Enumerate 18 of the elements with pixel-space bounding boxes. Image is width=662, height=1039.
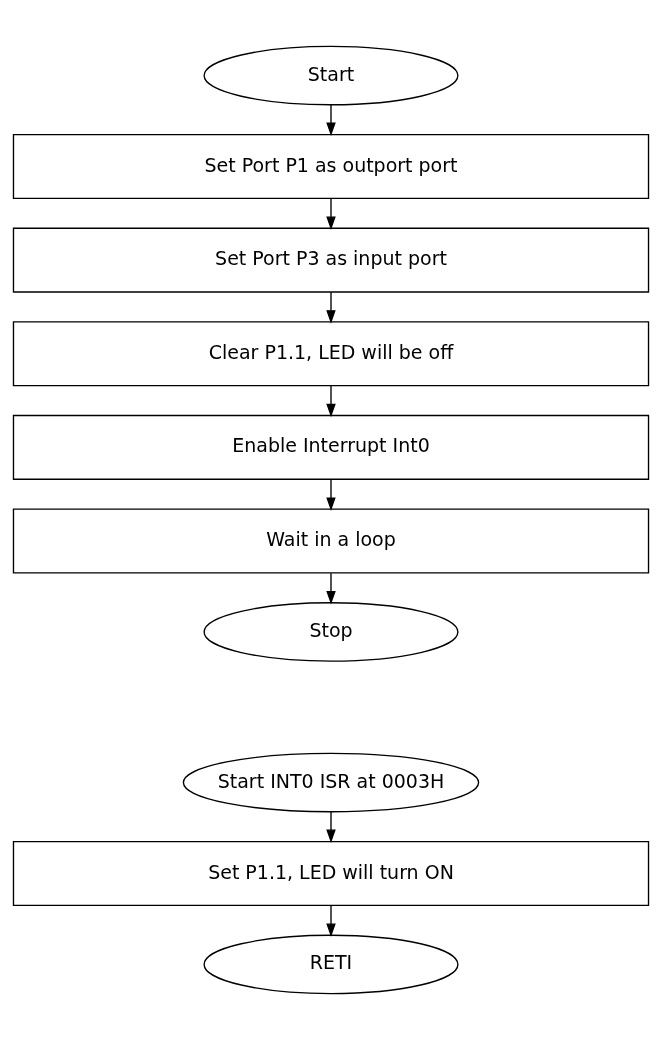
- arrow: [326, 478, 336, 511]
- node-box: Wait in a loop: [12, 507, 650, 574]
- node-box: Enable Interrupt Int0: [12, 414, 650, 480]
- arrow: [326, 103, 336, 136]
- node-ellipse: RETI: [203, 934, 459, 994]
- arrow: [326, 384, 336, 417]
- arrow: [326, 197, 336, 230]
- node-box: Set Port P3 as input port: [12, 227, 650, 293]
- arrow: [326, 810, 336, 843]
- arrow: [326, 904, 336, 937]
- node-ellipse: Start INT0 ISR at 0003H: [182, 752, 480, 812]
- node-ellipse: Start: [203, 45, 459, 105]
- node-box: Clear P1.1, LED will be off: [12, 320, 650, 386]
- node-box: Set Port P1 as outport port: [12, 133, 650, 199]
- node-box: Set P1.1, LED will turn ON: [12, 840, 650, 906]
- arrow: [326, 572, 336, 605]
- node-ellipse: Stop: [203, 601, 459, 662]
- arrow: [326, 291, 336, 324]
